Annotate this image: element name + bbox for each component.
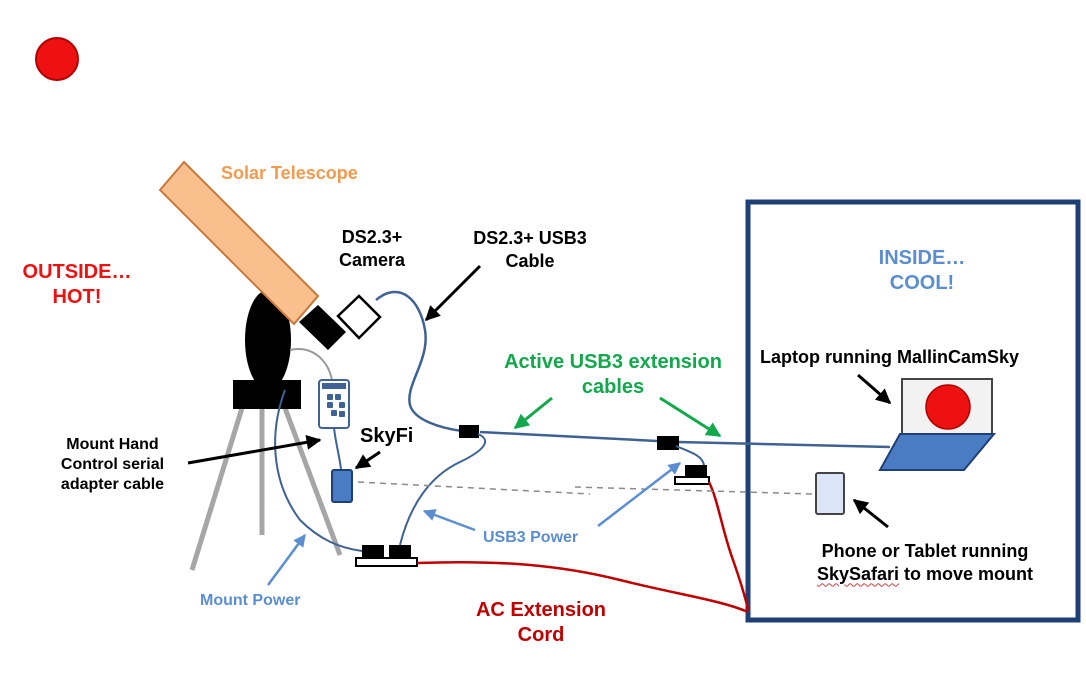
ac-cord-label-line2: Cord — [517, 624, 565, 646]
usb3-extension-cable-1 — [479, 430, 658, 443]
tripod — [189, 407, 343, 571]
camera-adapter — [299, 305, 346, 350]
usb-cable-label: DS2.3+ USB3 Cable — [455, 227, 605, 272]
active-usb-arrow-right — [659, 396, 722, 438]
power-strip-main — [355, 545, 418, 567]
phone-arrow — [852, 498, 889, 529]
mount-power-label: Mount Power — [200, 592, 301, 609]
usb3-camera-cable — [375, 290, 463, 433]
hand-control-label-line2: Control serial — [60, 456, 165, 473]
hand-control-label-line1: Mount Hand — [66, 436, 159, 453]
power-strip-secondary — [674, 465, 710, 485]
camera-cable-arrow — [424, 264, 482, 322]
camera-label: DS2.3+ Camera — [322, 226, 422, 271]
hand-control-label-line3: adapter cable — [60, 476, 165, 493]
outside-label-line1: OUTSIDE… — [22, 261, 132, 283]
usb3-extension-cable-2 — [677, 440, 891, 449]
phone-tablet-icon — [815, 472, 845, 515]
usb3-power-cable-1 — [399, 433, 487, 546]
phone-label-line2: SkySafari to move mount — [780, 563, 1070, 586]
outside-label: OUTSIDE… HOT! — [14, 260, 140, 310]
ac-cord-label: AC Extension Cord — [460, 598, 622, 648]
camera-label-line2: Camera — [338, 249, 406, 270]
skyfi-module-icon — [331, 469, 353, 503]
outside-label-line2: HOT! — [52, 286, 102, 308]
solar-telescope-label: Solar Telescope — [221, 163, 358, 183]
solar-telescope-tube — [158, 160, 320, 326]
mount-power-cable — [274, 389, 363, 552]
tripod-head — [233, 380, 301, 409]
usb3-extension-connector-1 — [459, 425, 479, 438]
camera-label-line1: DS2.3+ — [341, 227, 403, 247]
phone-label-line1: Phone or Tablet running — [821, 541, 1029, 561]
usb3-power-arrow-left — [422, 509, 476, 532]
serial-adapter-cable — [333, 427, 342, 471]
laptop-label: Laptop running MallinCamSky — [760, 347, 1020, 367]
usb3-power-cable-2 — [675, 445, 705, 466]
mount-power-arrow — [266, 533, 307, 586]
inside-label-line2: COOL! — [889, 272, 955, 294]
usb-cable-label-line1: DS2.3+ USB3 — [473, 228, 587, 248]
usb3-power-arrow-right — [597, 462, 681, 527]
hand-controller-icon — [318, 379, 350, 429]
usb-cable-label-line2: Cable — [505, 250, 555, 271]
camera-icon — [336, 294, 382, 340]
hand-control-wire — [289, 348, 333, 381]
ac-extension-cord-branch — [707, 481, 750, 611]
skysafari-app-name: SkySafari — [816, 563, 900, 584]
hand-control-arrow — [187, 434, 322, 465]
active-usb-arrow-left — [513, 396, 553, 430]
laptop-arrow — [857, 373, 892, 405]
red-dot-icon — [35, 37, 79, 81]
usb3-power-label: USB3 Power — [483, 529, 579, 546]
active-usb-label-line2: cables — [581, 376, 645, 398]
ac-cord-label-line1: AC Extension — [475, 599, 607, 621]
skyfi-arrow — [354, 450, 381, 470]
ac-extension-cord — [416, 560, 749, 614]
laptop-icon — [878, 378, 997, 471]
active-usb-label-line1: Active USB3 extension — [504, 351, 722, 373]
inside-label-line1: INSIDE… — [878, 247, 966, 269]
mount-body — [245, 290, 291, 390]
inside-label: INSIDE… COOL! — [852, 246, 992, 296]
active-usb-label: Active USB3 extension cables — [476, 350, 750, 400]
hand-control-label: Mount Hand Control serial adapter cable — [40, 435, 185, 495]
wifi-link-dashed — [357, 481, 591, 495]
phone-label-line2-rest: to move mount — [899, 563, 1034, 584]
phone-label: Phone or Tablet running SkySafari to mov… — [780, 540, 1070, 585]
usb3-extension-connector-2 — [657, 436, 679, 450]
skyfi-label: SkyFi — [360, 425, 414, 447]
